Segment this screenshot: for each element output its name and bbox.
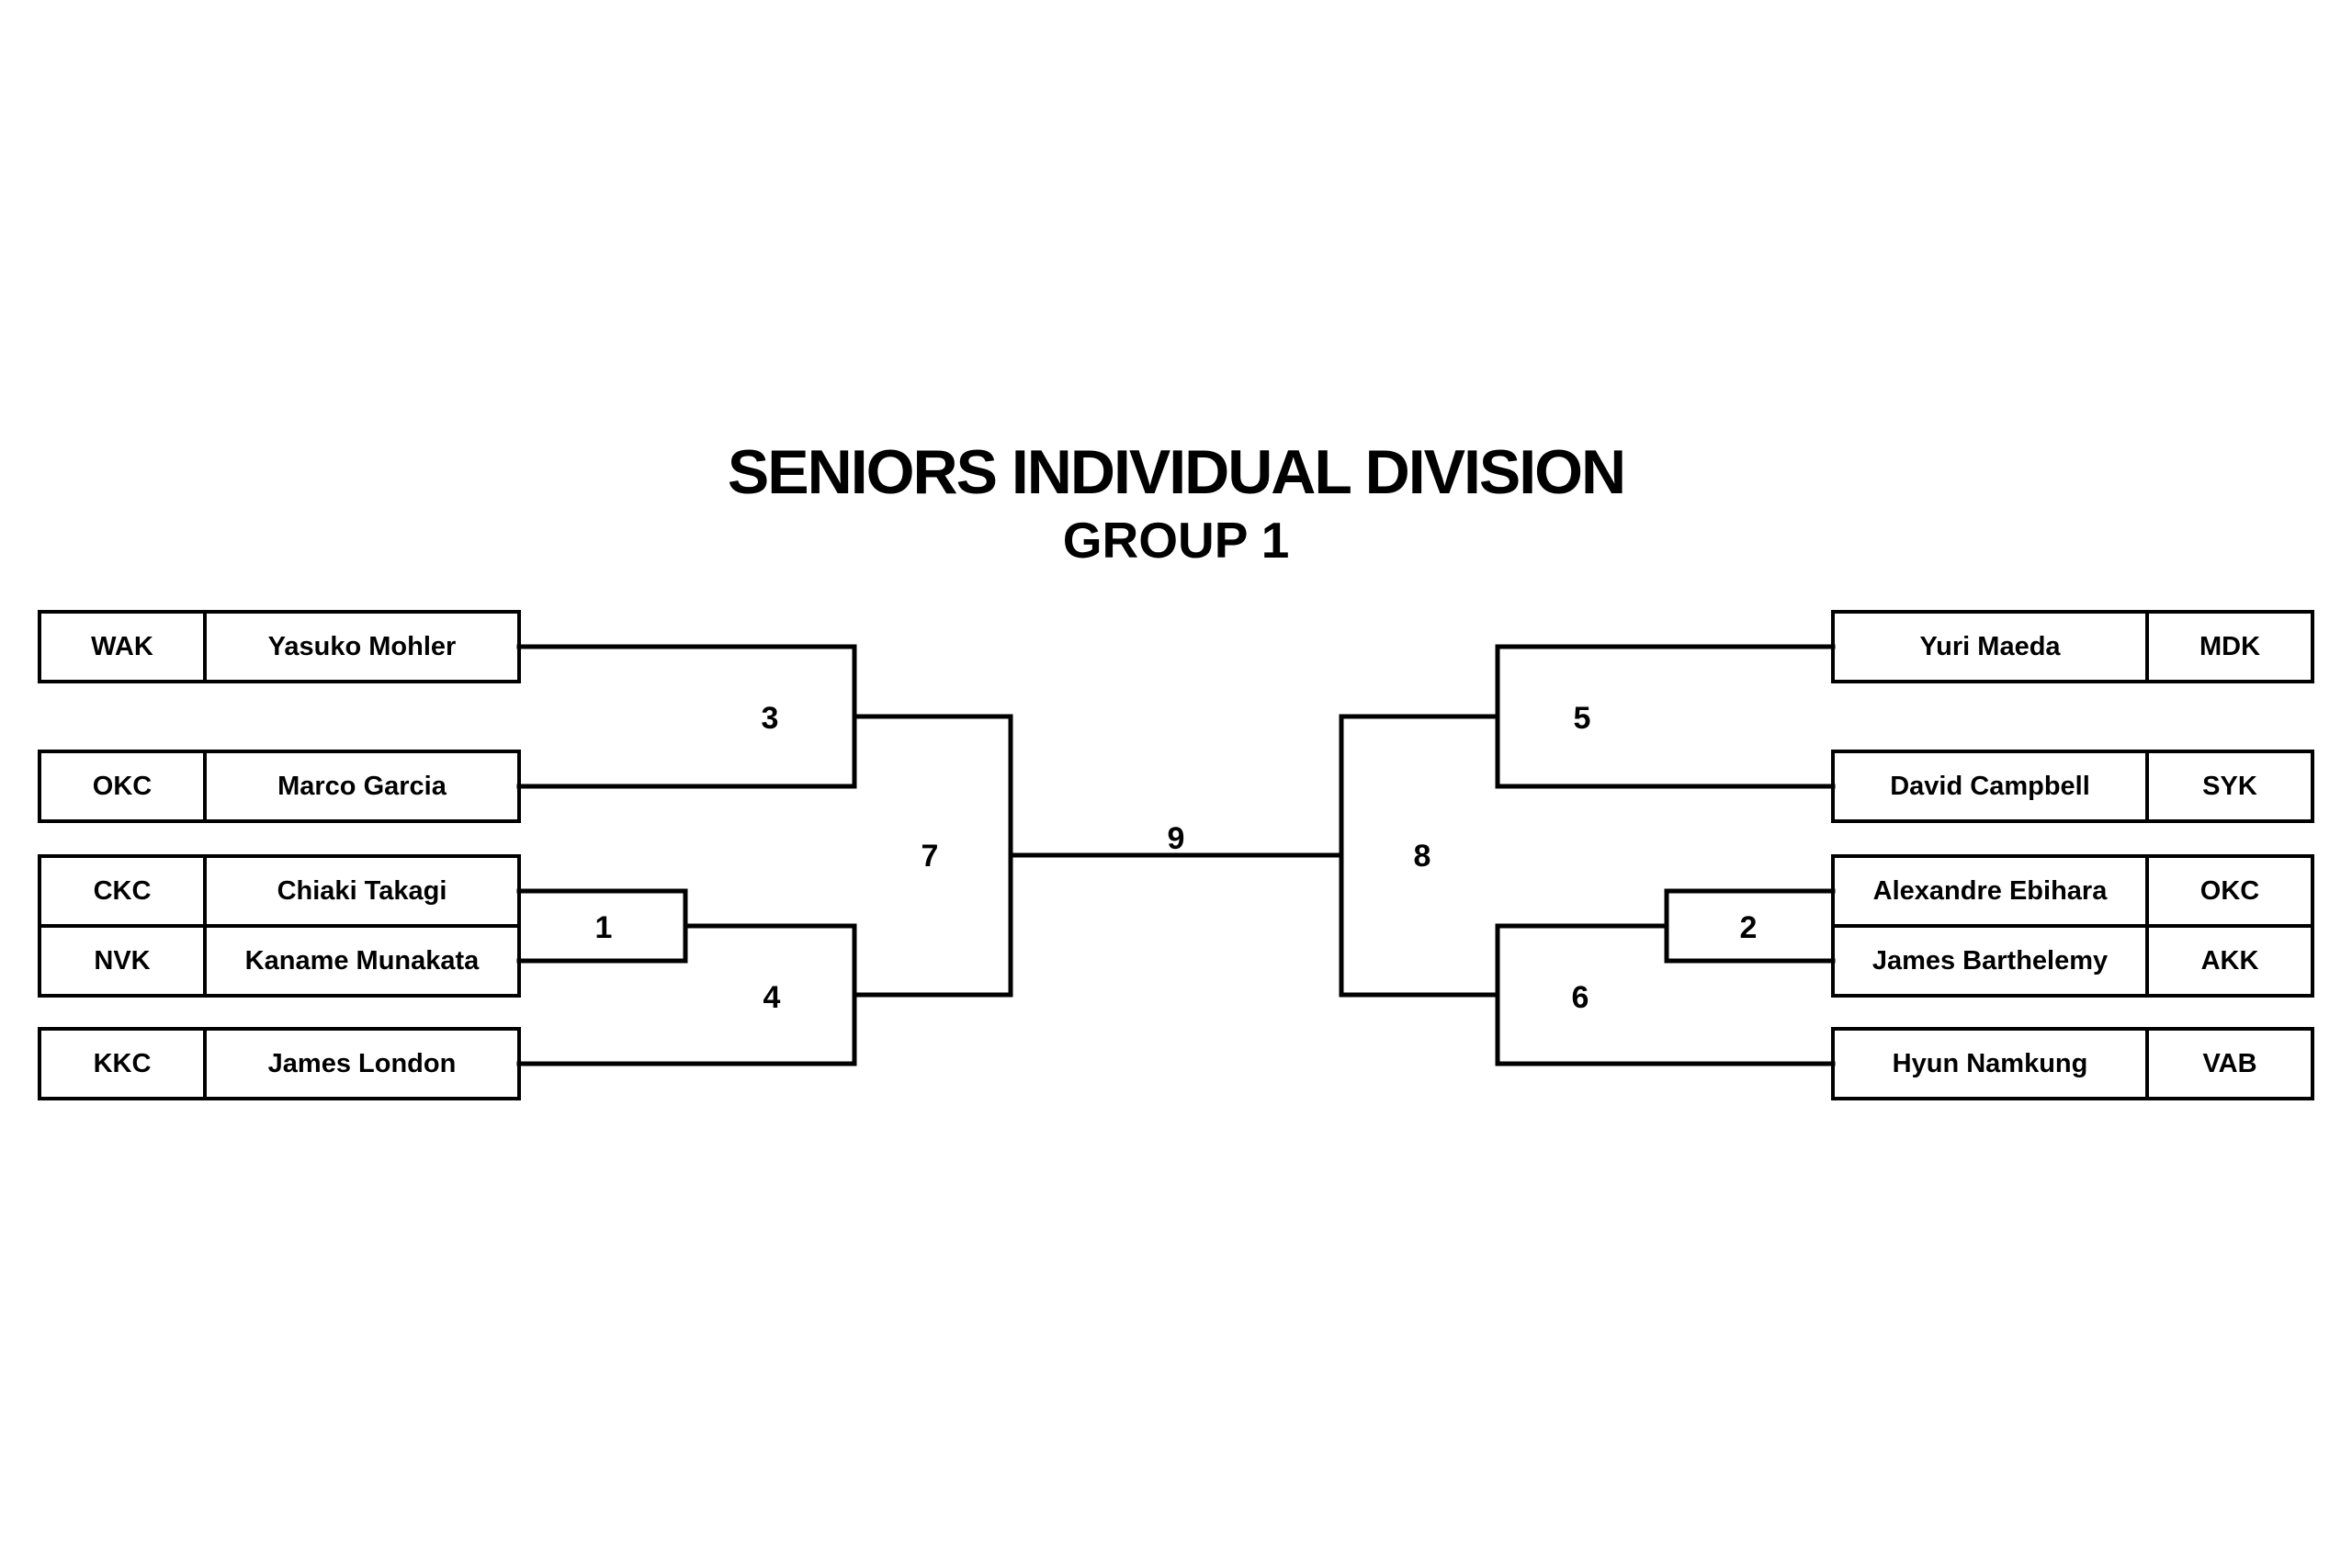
entrant-right-4-name: James Barthelemy [1872, 946, 2108, 976]
match-2-number: 2 [1740, 910, 1758, 945]
entrant-left-4-club: NVK [94, 946, 150, 976]
match-6-number: 6 [1572, 980, 1589, 1015]
entrant-box-right-4 [1831, 924, 2314, 998]
entrant-left-2-club: OKC [93, 772, 153, 801]
entrant-left-3-club: CKC [94, 876, 152, 906]
page-subtitle: GROUP 1 [1063, 512, 1290, 569]
right-bracket-connectors [1339, 644, 1836, 1066]
entrant-box-right-5 [1831, 1027, 2314, 1100]
entrant-left-1-name: Yasuko Mohler [268, 632, 457, 661]
entrant-right-3-name: Alexandre Ebihara [1873, 876, 2109, 906]
match-5-number: 5 [1574, 701, 1591, 736]
entrant-left-4-name: Kaname Munakata [245, 946, 481, 976]
entrant-right-4-club: AKK [2201, 946, 2259, 976]
left-entrant-boxes: WAK Yasuko Mohler OKC Marco Garcia CKC C… [38, 610, 521, 1100]
entrant-box-left-1 [38, 610, 521, 683]
entrant-left-5-club: KKC [94, 1049, 152, 1078]
entrant-right-5-name: Hyun Namkung [1893, 1049, 2088, 1078]
entrant-right-2-club: SYK [2202, 772, 2257, 801]
page-title: SENIORS INDIVIDUAL DIVISION [728, 437, 1624, 507]
entrant-box-left-4 [38, 924, 521, 998]
entrant-right-2-name: David Campbell [1890, 772, 2090, 801]
match-number-labels: 3 1 4 7 9 5 2 6 8 [595, 701, 1758, 1015]
entrant-right-3-club: OKC [2200, 876, 2260, 906]
match-3-number: 3 [762, 701, 779, 736]
match-1-number: 1 [595, 910, 613, 945]
entrant-box-right-1 [1831, 610, 2314, 683]
right-entrant-boxes: Yuri Maeda MDK David Campbell SYK Alexan… [1831, 610, 2314, 1100]
entrant-left-5-name: James London [268, 1049, 457, 1078]
match-9-number: 9 [1168, 821, 1185, 856]
entrant-box-left-3 [38, 854, 521, 928]
entrant-left-3-name: Chiaki Takagi [277, 876, 447, 906]
entrant-right-1-club: MDK [2199, 632, 2260, 661]
left-bracket-connectors [516, 644, 1344, 1066]
match-8-number: 8 [1414, 839, 1431, 874]
entrant-left-1-club: WAK [91, 632, 153, 661]
entrant-right-1-name: Yuri Maeda [1919, 632, 2061, 661]
entrant-right-5-club: VAB [2202, 1049, 2256, 1078]
match-7-number: 7 [922, 839, 939, 874]
entrant-box-left-2 [38, 750, 521, 823]
entrant-box-right-3 [1831, 854, 2314, 928]
entrant-box-right-2 [1831, 750, 2314, 823]
match-4-number: 4 [763, 980, 781, 1015]
entrant-left-2-name: Marco Garcia [277, 772, 447, 801]
